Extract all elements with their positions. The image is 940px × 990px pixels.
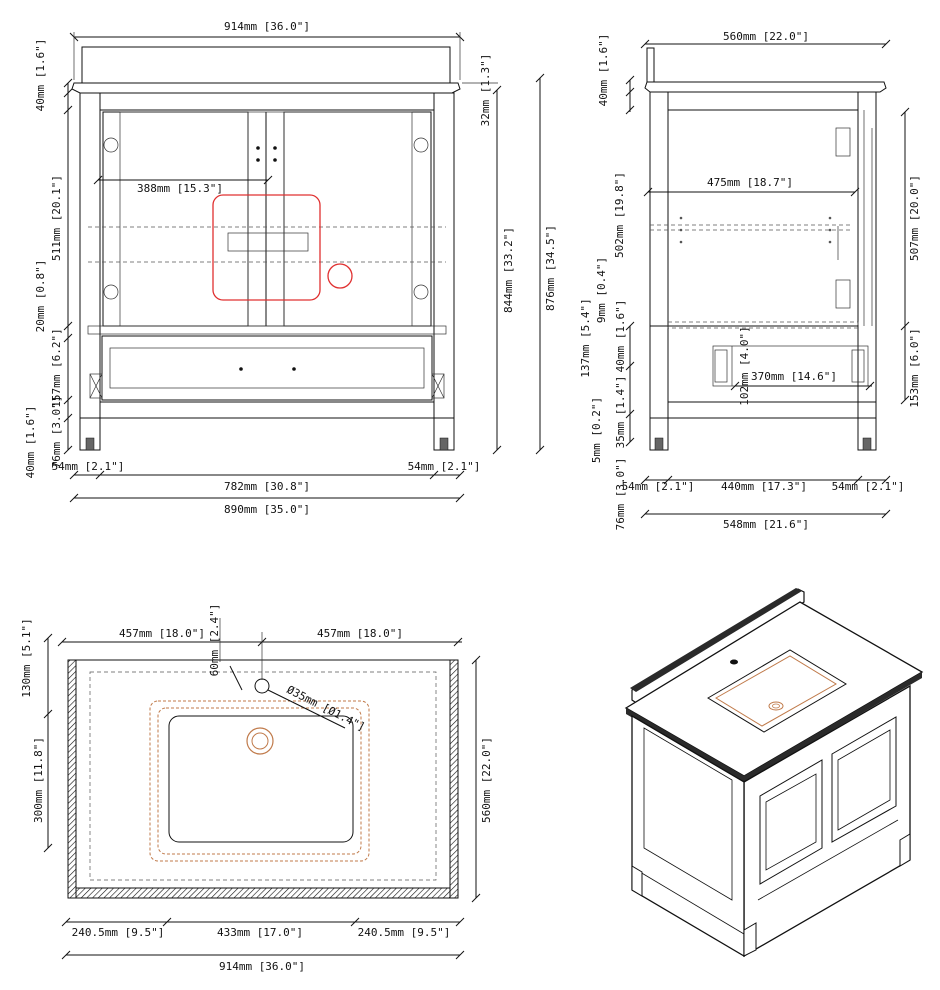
side-rail: 40mm [1.6"] [614,300,627,373]
side-overall-depth: 560mm [22.0"] [723,30,809,43]
side-base-rail: 35mm [1.4"] [614,376,627,449]
front-drawer-height: 157mm [6.2"] [50,328,63,407]
top-sink-depth: 300mm [11.8"] [32,737,45,823]
side-inner-depth: 475mm [18.7"] [707,176,793,189]
plumbing-zone-highlight [212,194,321,301]
front-cabinet-height: 844mm [33.2"] [502,227,515,313]
front-bottom-rail: 40mm [1.6"] [24,406,37,479]
front-left-door [102,111,249,327]
front-right-door [283,111,432,327]
front-shelf-thickness: 20mm [0.8"] [34,260,47,333]
side-view: 560mm [22.0"] 40mm [1.6"] 502mm [19.8"] … [579,30,921,531]
front-left-leg-dim: 54mm [2.1"] [52,460,125,473]
side-opening-height: 502mm [19.8"] [613,172,626,258]
top-faucet-hole [254,678,270,694]
top-faucet-offset: 60mm [2.4"] [208,604,221,677]
front-backsplash [81,46,451,84]
side-toe-kick: 76mm [3.0"] [614,458,627,531]
side-small-gap: 5mm [0.2"] [590,397,603,463]
side-drawer-box-depth: 370mm [14.6"] [751,370,837,383]
front-overall-width: 914mm [36.0"] [224,20,310,33]
top-overall-depth: 560mm [22.0"] [480,737,493,823]
front-backsplash-gap: 32mm [1.3"] [479,54,492,127]
top-left-margin: 240.5mm [9.5"] [72,926,165,939]
side-cabinet-depth: 548mm [21.6"] [723,518,809,531]
top-right-half: 457mm [18.0"] [317,627,403,640]
top-sink-width: 433mm [17.0"] [217,926,303,939]
top-view: 457mm [18.0"] 457mm [18.0"] 60mm [2.4"] … [20,604,493,973]
top-right-margin: 240.5mm [9.5"] [358,926,451,939]
front-view: 914mm [36.0"] 40mm [1.6"] 32mm [1.3"] 51… [24,20,557,516]
front-door-opening: 511mm [20.1"] [50,175,63,261]
side-backsplash [646,47,655,83]
side-rear-leg-dim: 54mm [2.1"] [832,480,905,493]
top-countertop-outline [67,659,459,899]
side-front-leg-dim: 54mm [2.1"] [622,480,695,493]
top-back-offset: 130mm [5.1"] [20,618,33,697]
front-top-thickness: 40mm [1.6"] [34,39,47,112]
front-right-leg-dim: 54mm [2.1"] [408,460,481,473]
front-toe-kick: 76mm [3.0"] [50,396,63,469]
side-top-thickness: 40mm [1.6"] [597,34,610,107]
front-inner-width: 782mm [30.8"] [224,480,310,493]
front-countertop [71,82,461,94]
side-shelf-gap: 9mm [0.4"] [595,257,608,323]
front-drawer [101,335,433,401]
front-cabinet-frame [79,92,455,419]
isometric-view [624,588,924,958]
iso-sink [707,649,847,733]
side-inner-span: 440mm [17.3"] [721,480,807,493]
front-overall-height: 876mm [34.5"] [544,225,557,311]
side-drawer-zone: 137mm [5.4"] [579,298,592,377]
side-drawer-right: 153mm [6.0"] [908,328,921,407]
front-door-width: 388mm [15.3"] [137,182,223,195]
side-cabinet-frame [649,91,877,419]
top-sink-bowl [168,715,354,843]
side-drawer-box-height: 102mm [4.0"] [738,326,751,405]
top-left-half: 457mm [18.0"] [119,627,205,640]
top-drain [246,727,274,755]
top-overall-width: 914mm [36.0"] [219,960,305,973]
drain-highlight [327,263,353,289]
front-cabinet-width: 890mm [35.0"] [224,503,310,516]
side-countertop [644,81,887,93]
top-sink-cutout [149,700,370,862]
side-right-height: 507mm [20.0"] [908,175,921,261]
